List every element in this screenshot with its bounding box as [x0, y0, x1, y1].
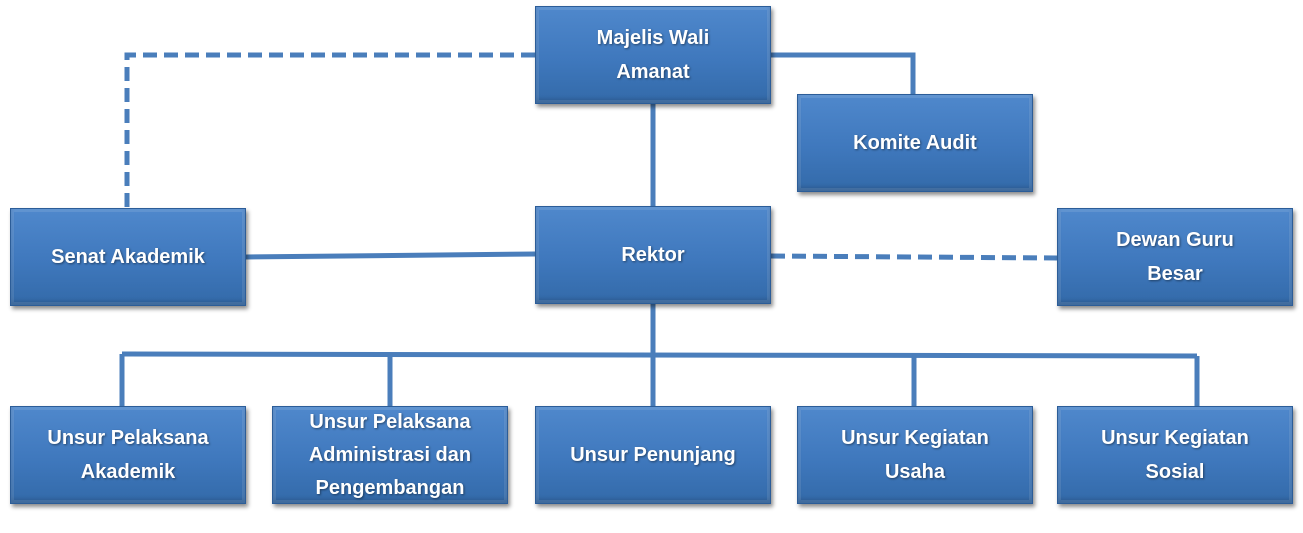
node-unsur-pelaksana-administrasi: Unsur Pelaksana Administrasi dan Pengemb…	[272, 406, 508, 504]
node-label: Unsur Kegiatan Usaha	[841, 427, 989, 483]
line-majelis-komite	[771, 52, 916, 94]
node-label: Majelis Wali Amanat	[596, 27, 710, 83]
node-rektor: Rektor	[535, 206, 771, 304]
node-unsur-kegiatan-sosial: Unsur Kegiatan Sosial	[1057, 406, 1293, 504]
node-label: Senat Akademik	[51, 246, 205, 268]
line-bottom-bus	[121, 351, 1198, 359]
dashed-line-rektor-dewan	[770, 253, 1058, 261]
node-komite-audit: Komite Audit	[797, 94, 1033, 192]
node-unsur-penunjang: Unsur Penunjang	[535, 406, 771, 504]
node-label: Komite Audit	[853, 132, 977, 154]
node-dewan-guru-besar: Dewan Guru Besar	[1057, 208, 1293, 306]
node-unsur-kegiatan-usaha: Unsur Kegiatan Usaha	[797, 406, 1033, 504]
node-unsur-pelaksana-akademik: Unsur Pelaksana Akademik	[10, 406, 246, 504]
node-label: Unsur Pelaksana Administrasi dan Pengemb…	[308, 410, 472, 499]
node-label: Unsur Penunjang	[570, 444, 736, 466]
node-label: Dewan Guru Besar	[1116, 229, 1234, 285]
node-senat-akademik: Senat Akademik	[10, 208, 246, 306]
node-label: Unsur Kegiatan Sosial	[1101, 427, 1249, 483]
node-majelis-wali-amanat: Majelis Wali Amanat	[535, 6, 771, 104]
line-senat-rektor	[245, 251, 536, 260]
node-label: Rektor	[621, 244, 685, 266]
dashed-line-majelis-senat	[124, 52, 535, 208]
node-label: Unsur Pelaksana Akademik	[47, 427, 209, 483]
